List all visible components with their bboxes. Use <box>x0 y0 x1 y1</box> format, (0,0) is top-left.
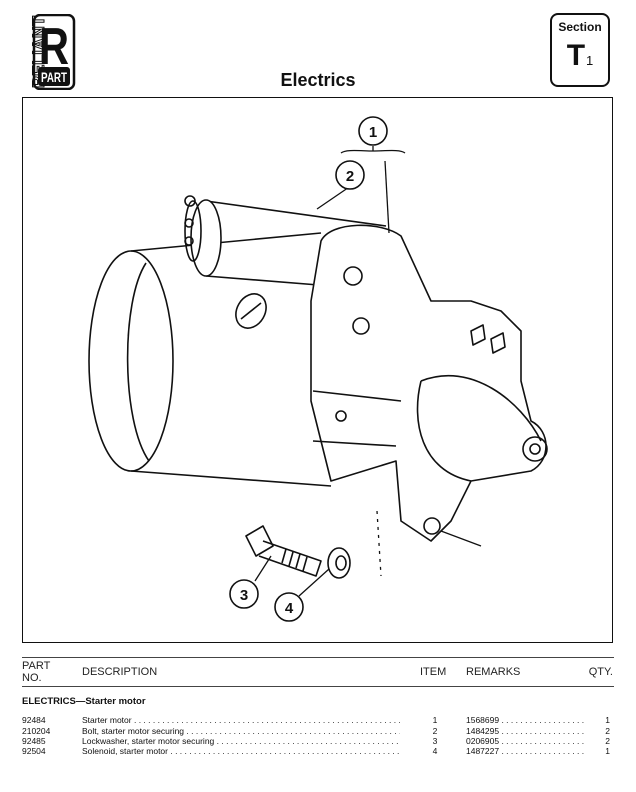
header-remarks: REMARKS <box>466 666 521 678</box>
part-no: 92485 <box>22 736 46 746</box>
table-header-rule <box>22 686 614 687</box>
svg-text:R: R <box>39 18 69 76</box>
section-number: 1 <box>586 53 594 68</box>
part-no: 92504 <box>22 746 46 756</box>
qty: 1 <box>605 715 610 725</box>
qty: 2 <box>605 726 610 736</box>
remarks: 1487227 <box>466 746 586 757</box>
motor-body <box>88 232 332 487</box>
table-row: 92484 Starter motor 1 1568699 1 <box>22 715 612 726</box>
table-row: 92504 Solenoid, starter motor 4 1487227 … <box>22 746 612 757</box>
header-item: ITEM <box>420 666 447 678</box>
solenoid <box>184 195 387 287</box>
table-row: 210204 Bolt, starter motor securing 2 14… <box>22 726 612 737</box>
header-part-no: PART NO. <box>22 660 51 684</box>
item: 4 <box>432 746 438 756</box>
item: 2 <box>432 726 438 736</box>
callout-3: 3 <box>240 587 248 604</box>
header-description: DESCRIPTION <box>82 666 158 678</box>
callout-4: 4 <box>285 600 294 617</box>
section-label: Section <box>558 20 602 34</box>
section-code: T1 <box>552 40 608 77</box>
qty: 1 <box>605 746 610 756</box>
item: 3 <box>432 736 438 746</box>
lockwasher <box>327 547 351 579</box>
section-letter: T <box>566 39 586 72</box>
remarks: 1568699 <box>466 715 586 726</box>
table-section-title: ELECTRICS—Starter motor <box>22 696 146 707</box>
description: Starter motor <box>82 715 400 726</box>
item: 1 <box>432 715 438 725</box>
bolt <box>245 525 322 577</box>
page-title: Electrics <box>280 70 356 90</box>
description: Lockwasher, starter motor securing <box>82 736 400 747</box>
description: Bolt, starter motor securing <box>82 726 400 737</box>
header-qty: QTY. <box>588 666 613 678</box>
callout-2: 2 <box>346 168 354 185</box>
drive-housing <box>310 224 548 542</box>
table-row: 92485 Lockwasher, starter motor securing… <box>22 736 612 747</box>
starter-motor-diagram: 1 2 3 4 <box>22 97 613 643</box>
part-no: 210204 <box>22 726 51 736</box>
svg-text:PART: PART <box>41 69 67 85</box>
part-no: 92484 <box>22 715 46 725</box>
reliant-part-logo: RELIANT R PART <box>14 13 76 91</box>
table-top-rule <box>22 657 614 658</box>
qty: 2 <box>605 736 610 746</box>
description: Solenoid, starter motor <box>82 746 400 757</box>
section-badge: Section T1 <box>550 13 610 87</box>
remarks: 1484295 <box>466 726 586 737</box>
remarks: 0206905 <box>466 736 586 747</box>
callout-1: 1 <box>369 124 377 141</box>
